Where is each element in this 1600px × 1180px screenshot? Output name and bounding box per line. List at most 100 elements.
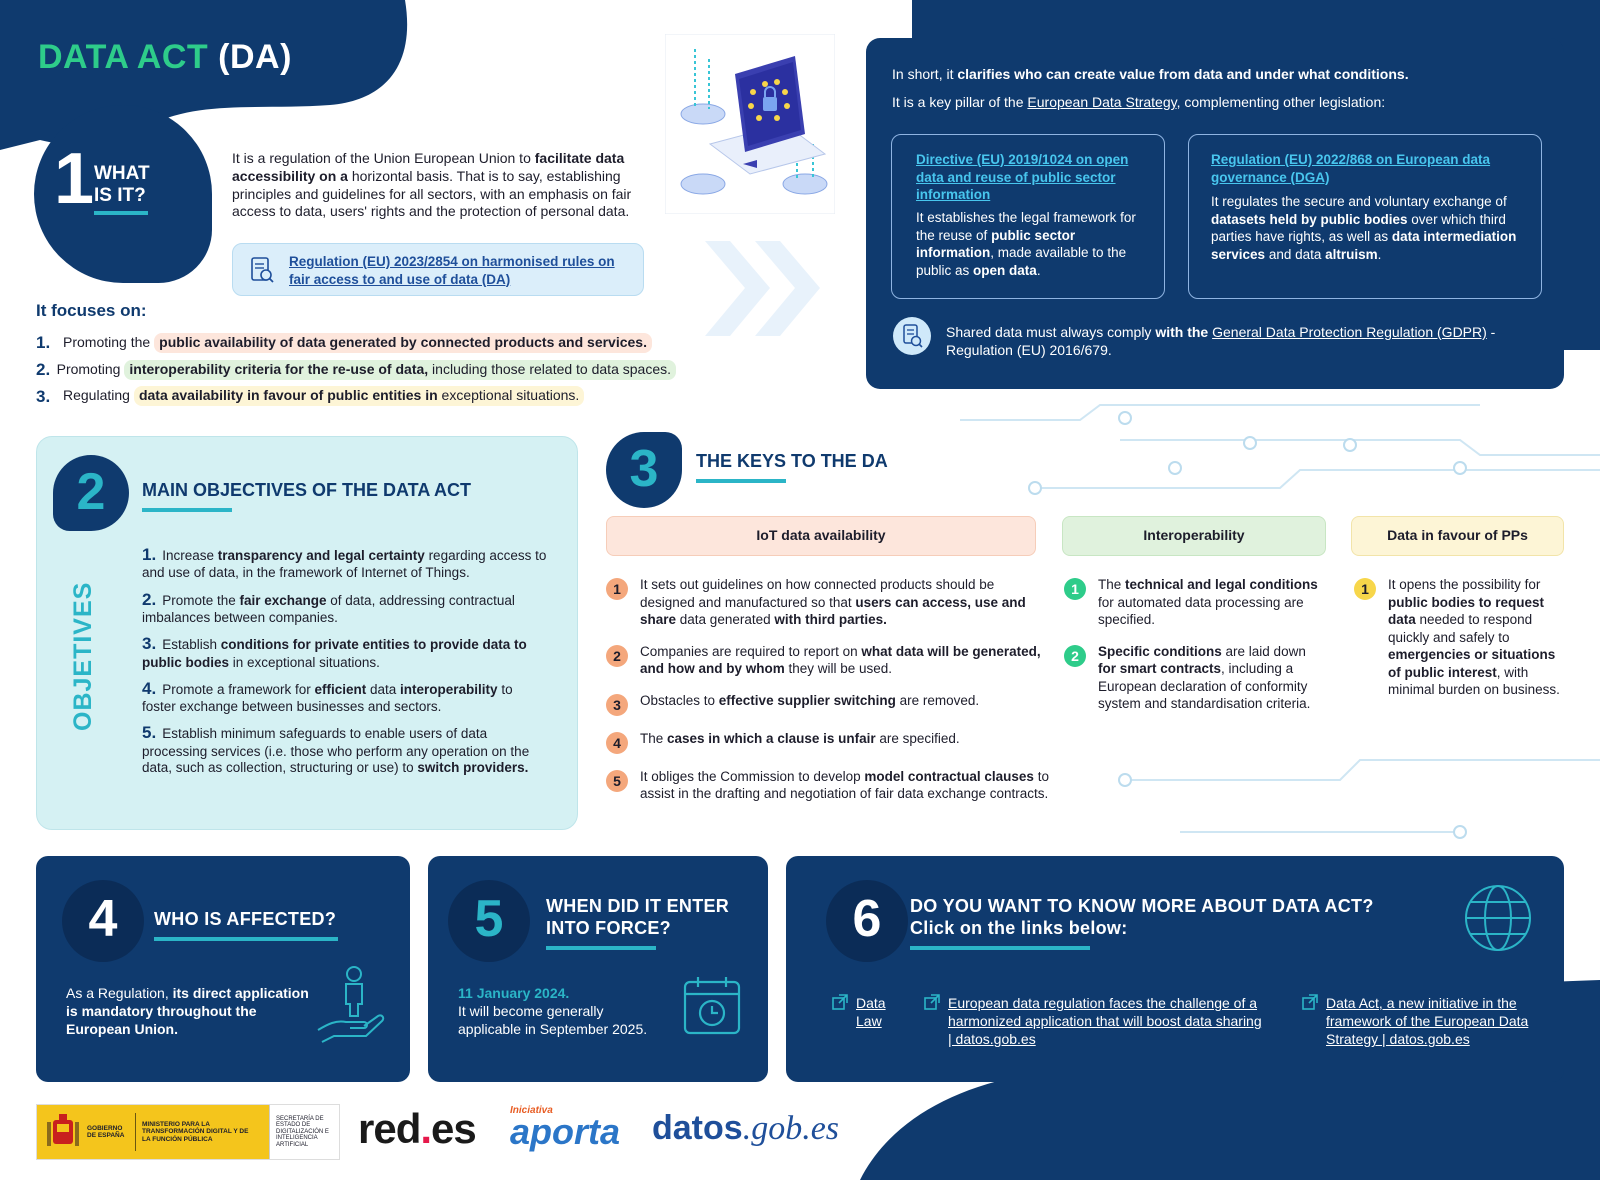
summary-card: In short, it clarifies who can create va… (866, 38, 1564, 389)
directive-text-part: . (1036, 262, 1041, 278)
summary-line1-bold: clarifies who can create value from data… (957, 66, 1409, 82)
key-number: 2 (606, 644, 628, 667)
entry-text: It will become generally applicable in S… (458, 1003, 648, 1038)
summary-line1: In short, it clarifies who can create va… (892, 66, 1542, 84)
section5-title-line1: WHEN DID IT ENTER (546, 896, 730, 916)
title-abbr: (DA) (218, 38, 292, 76)
link-data-law-text[interactable]: Data Law (856, 995, 886, 1030)
objective-text-part: Establish minimum safeguards to enable u… (142, 726, 530, 775)
dga-text-part: data intermediation services (1211, 229, 1517, 262)
document-icon (251, 257, 274, 283)
link-harmonized[interactable]: European data regulation faces the chall… (924, 994, 1268, 1049)
focus-highlight-bold: data availability in favour of public en… (138, 387, 438, 404)
key-text-part: needed to respond quickly and safely to (1388, 612, 1533, 645)
objective-text-part: fair exchange (239, 592, 327, 608)
dga-text-part: It regulates the secure and voluntary ex… (1211, 194, 1507, 209)
title-main: DATA ACT (38, 38, 209, 76)
dga-text-part: altruism (1325, 246, 1378, 262)
key-text-part: , with minimal burden on business. (1388, 664, 1560, 698)
keys-col1-header: IoT data availability (606, 516, 1036, 556)
section1-desc-part: horizontal basis. That is to say, establ… (232, 167, 632, 220)
section2-badge: 2 (53, 455, 129, 531)
link-data-strategy-text[interactable]: Data Act, a new initiative in the framew… (1326, 995, 1529, 1048)
entry-into-force-card: 5 WHEN DID IT ENTER INTO FORCE? 11 Janua… (428, 856, 768, 1082)
focus-title: It focuses on: (36, 301, 147, 320)
european-data-strategy-link[interactable]: European Data Strategy (1027, 94, 1177, 110)
section6-title-line1: DO YOU WANT TO KNOW MORE ABOUT DATA ACT? (910, 896, 1374, 916)
objective-item: 4.Promote a framework for efficient data… (142, 679, 547, 716)
section1-badge: 1 WHAT IS IT? (34, 105, 212, 283)
focus-highlight-rest: exceptional situations. (437, 387, 580, 404)
link-data-strategy[interactable]: Data Act, a new initiative in the framew… (1302, 994, 1556, 1049)
section3-number: 3 (629, 440, 659, 498)
person-hand-icon (317, 966, 385, 1043)
objective-text-part: Increase (162, 548, 218, 563)
link-harmonized-text[interactable]: European data regulation faces the chall… (948, 995, 1262, 1048)
directive-link[interactable]: Directive (EU) 2019/1024 on open data an… (916, 152, 1129, 203)
objective-text-part: in exceptional situations. (229, 654, 380, 670)
objective-item: 2.Promote the fair exchange of data, add… (142, 590, 547, 627)
key-text: It opens the possibility for public bodi… (1388, 576, 1566, 699)
focus-number: 3. (36, 386, 51, 406)
redes-dot: . (420, 1105, 432, 1152)
datos-a: datos (652, 1109, 743, 1147)
section5-badge: 5 (448, 880, 530, 962)
focus-highlight-rest: including those related to data spaces. (428, 360, 671, 377)
objective-number: 2. (142, 589, 157, 609)
section1-title-line2: IS IT? (94, 184, 146, 206)
key-text-part: they will be used. (784, 661, 893, 677)
focus-highlight: interoperability criteria for the re-use… (124, 359, 676, 380)
key-item: 2 Companies are required to report on wha… (606, 643, 1050, 678)
globe-icon (1465, 885, 1531, 951)
dga-text-part: and data (1265, 246, 1326, 262)
objective-item: 5.Establish minimum safeguards to enable… (142, 723, 547, 776)
section1-number: 1 (54, 139, 95, 219)
keys-col3-header: Data in favour of PPs (1351, 516, 1564, 556)
regulation-link-box[interactable]: Regulation (EU) 2023/2854 on harmonised … (232, 243, 644, 296)
dga-text-part: datasets held by public bodies (1211, 211, 1408, 227)
gdpr-document-icon (893, 317, 931, 355)
objectives-side-label: OBJETIVES (69, 581, 97, 731)
key-item: 1 It opens the possibility for public bod… (1354, 576, 1566, 699)
key-text-part: with third parties. (774, 612, 887, 628)
section3-badge: 3 (606, 432, 682, 508)
dga-text: It regulates the secure and voluntary ex… (1211, 193, 1527, 263)
key-text-part: for automated data processing are specif… (1098, 594, 1304, 628)
link-data-law[interactable]: Data Law (832, 994, 896, 1030)
focus-number: 1. (36, 333, 51, 352)
summary-line1-pre: In short, it (892, 66, 958, 82)
page-title: DATA ACT (DA) (38, 36, 292, 80)
key-text: The technical and legal conditions for a… (1098, 576, 1326, 629)
section1-description: It is a regulation of the Union European… (232, 150, 644, 221)
entry-date: 11 January 2024. (458, 985, 570, 1001)
aporta-logo: Iniciativa aporta (510, 1106, 620, 1150)
focus-highlight: data availability in favour of public en… (133, 386, 585, 407)
key-text: Specific conditions are laid down for sm… (1098, 643, 1326, 713)
coat-of-arms-icon (47, 1114, 79, 1146)
key-text: It obliges the Commission to develop mod… (640, 768, 1050, 803)
section5-underline (546, 945, 656, 950)
objective-text-part: interoperability (400, 681, 498, 697)
dga-link[interactable]: Regulation (EU) 2022/868 on European dat… (1211, 152, 1491, 185)
key-text: Companies are required to report on what… (640, 643, 1050, 678)
section2-title-text: MAIN OBJECTIVES OF THE DATA ACT (142, 480, 472, 500)
focus-highlight: public availability of data generated by… (154, 332, 652, 353)
key-text-part: It obliges the Commission to develop (640, 768, 865, 784)
keys-col3-list: 1 It opens the possibility for public bod… (1354, 576, 1566, 713)
laptop-illustration (665, 34, 835, 214)
redes-a: red (358, 1105, 421, 1152)
gdpr-link[interactable]: General Data Protection Regulation (GDPR… (1212, 324, 1487, 340)
key-number: 5 (606, 769, 628, 792)
key-number: 1 (1354, 578, 1376, 600)
focus-highlight-bold: public availability of data generated by… (159, 333, 647, 350)
objective-text-part: regarding access to and use of data, in … (142, 548, 547, 581)
key-text-part: model contractual clauses (864, 768, 1034, 784)
section4-text-part: its direct application is mandatory thro… (66, 985, 309, 1038)
regulation-link[interactable]: Regulation (EU) 2023/2854 on harmonised … (289, 254, 615, 287)
external-link-icon (924, 994, 940, 1010)
objective-text-part: transparency and legal certainty (217, 548, 425, 563)
